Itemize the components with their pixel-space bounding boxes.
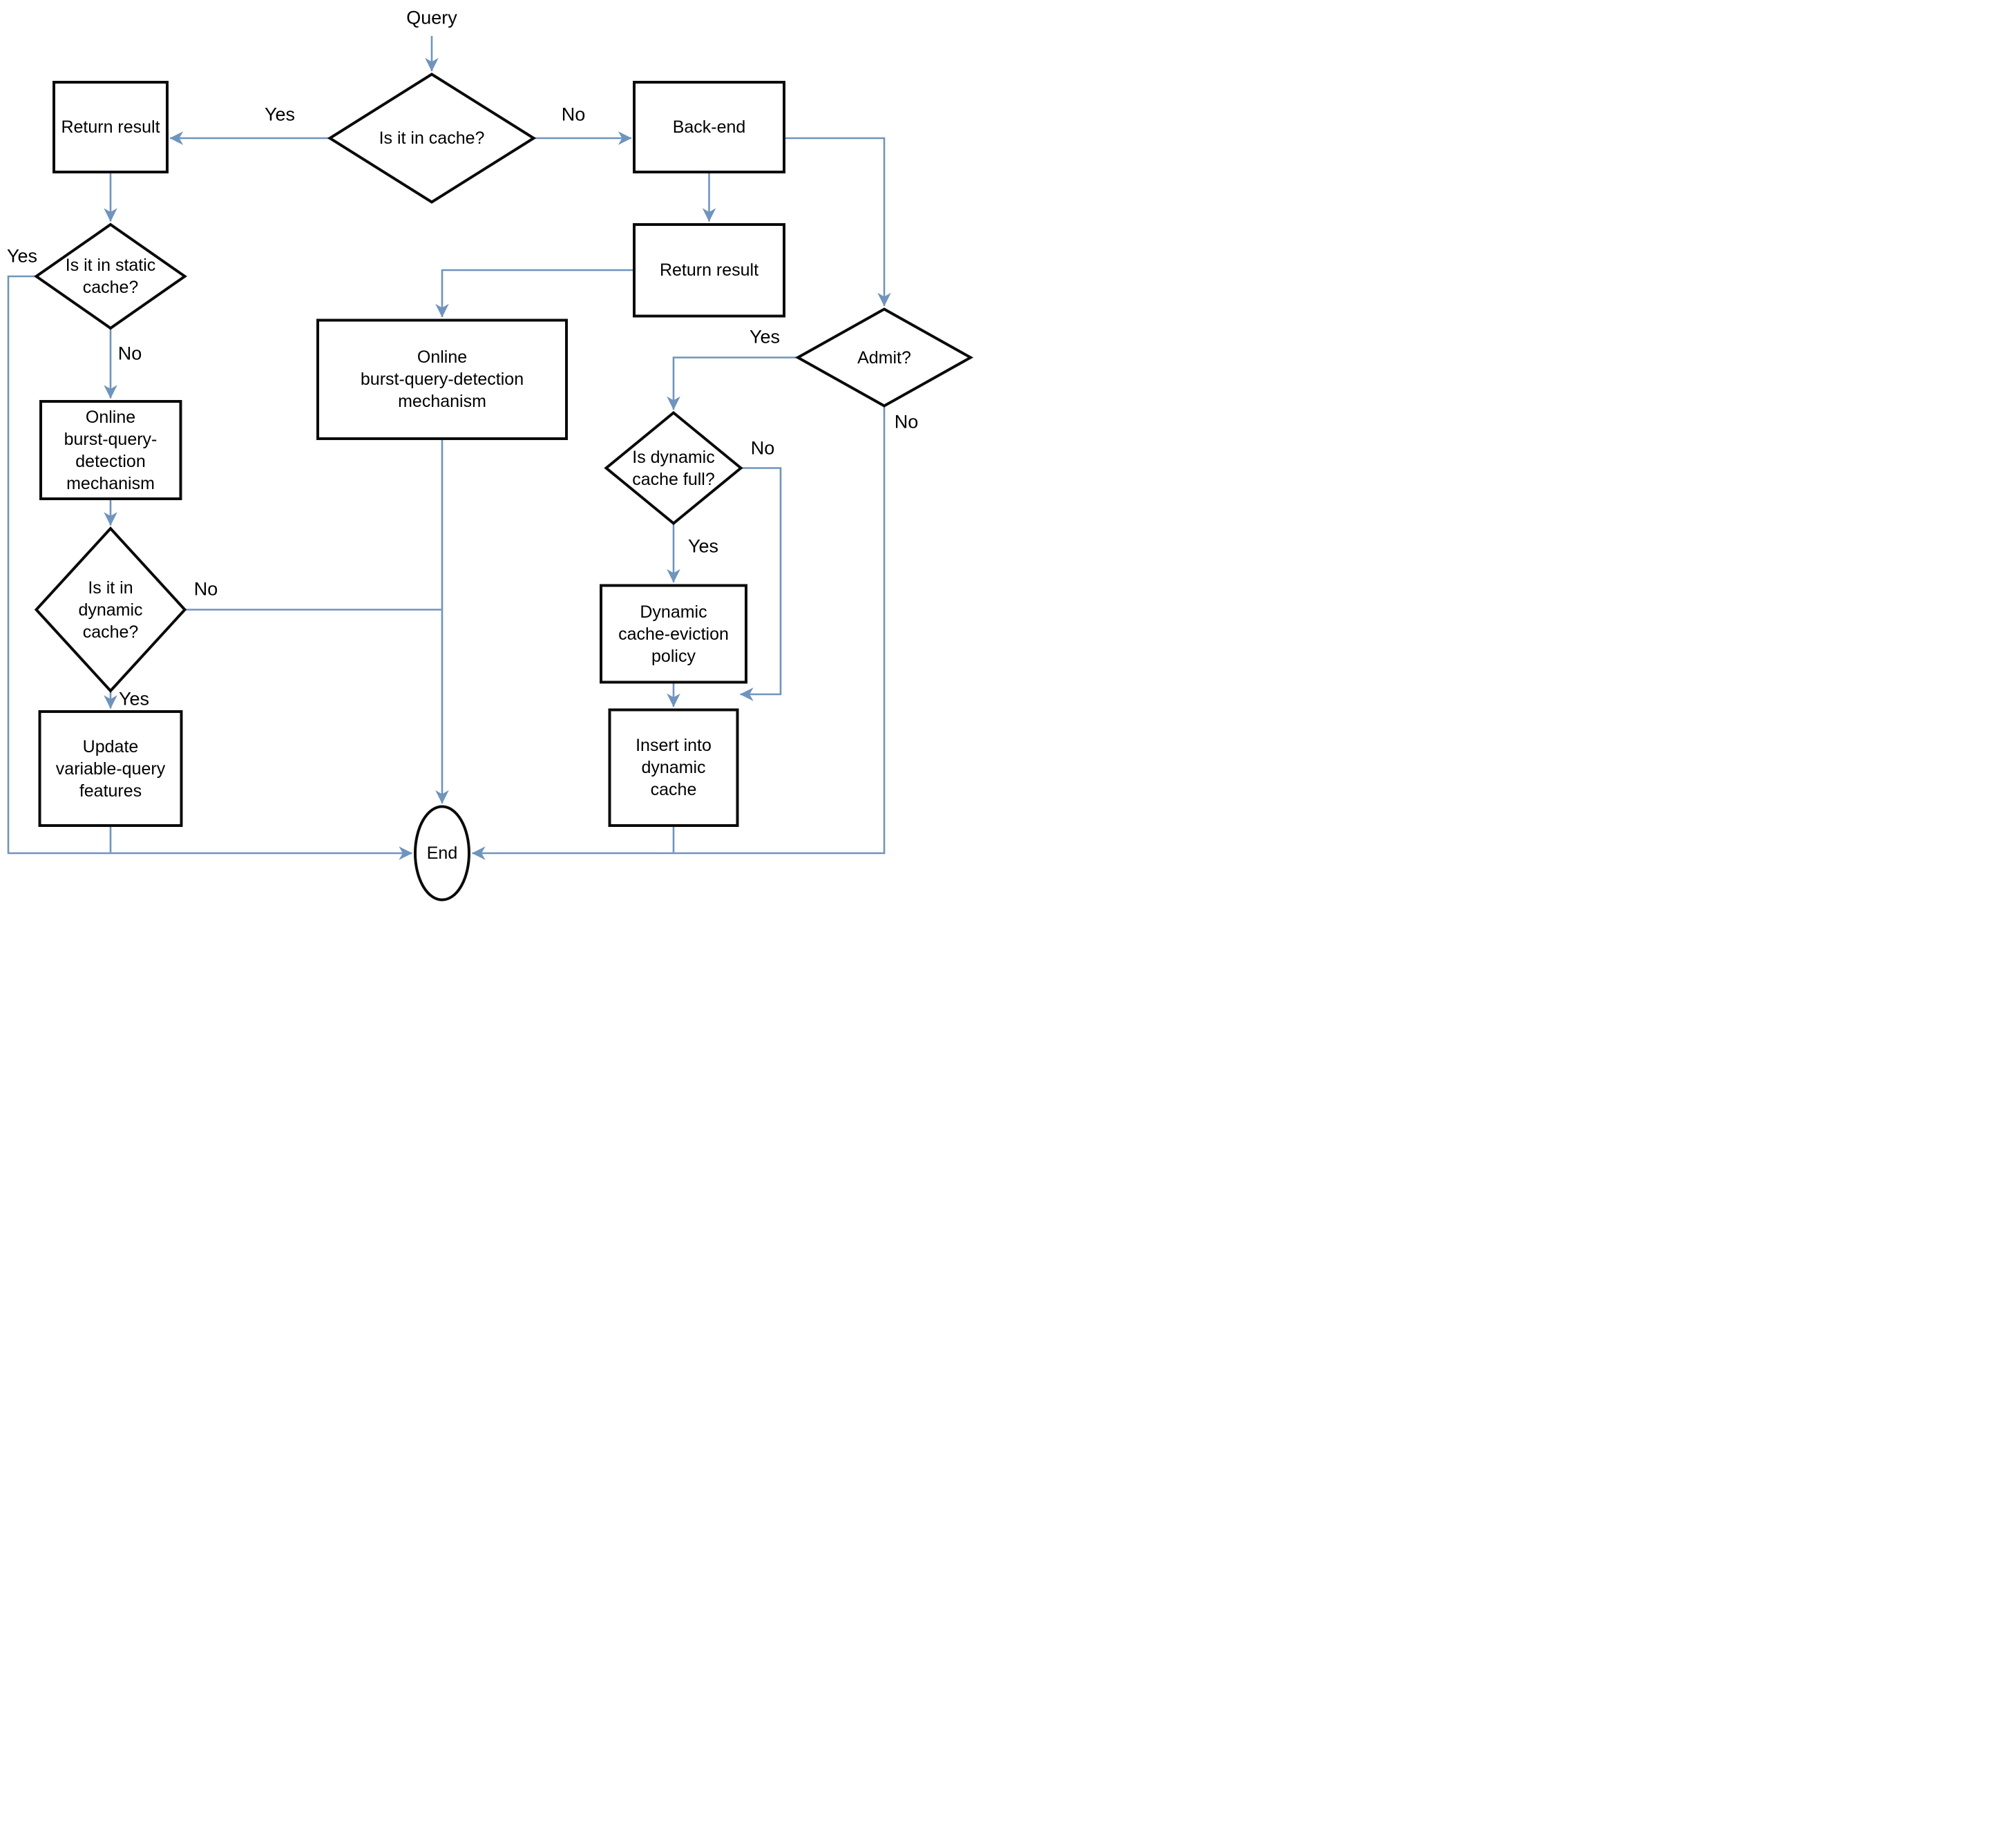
insert-into-cache-box xyxy=(608,708,739,827)
update-features-box xyxy=(38,710,183,827)
is-dynamic-cache-full-diamond xyxy=(604,410,743,526)
edge-label-full-no: No xyxy=(750,437,775,459)
edge-backend-to-admit xyxy=(784,137,891,307)
is-it-in-cache-diamond xyxy=(327,73,537,204)
burst-detection-left-label: Online burst-query- detection mechanism xyxy=(64,407,158,493)
edge-admit-yes xyxy=(667,356,798,410)
end-terminator xyxy=(414,805,470,902)
edge-returnresult2-to-burstcenter xyxy=(435,269,634,318)
update-features-label: Update variable-query features xyxy=(55,736,166,801)
edge-label-dynamic-yes: Yes xyxy=(118,688,150,709)
is-in-static-cache-label: Is it in static cache? xyxy=(65,256,156,297)
back-end-label: Back-end xyxy=(672,117,746,137)
flowchart-graphics xyxy=(7,36,974,902)
is-it-in-cache-label: Is it in cache? xyxy=(379,128,485,148)
edge-admit-no-to-end xyxy=(472,406,886,860)
is-in-dynamic-cache-diamond xyxy=(34,526,187,693)
eviction-policy-label: Dynamic cache-eviction policy xyxy=(618,602,729,666)
admit-label: Admit? xyxy=(857,347,911,368)
edge-label-cache-yes: Yes xyxy=(264,104,296,125)
admit-diamond xyxy=(794,307,974,408)
edge-label-admit-no: No xyxy=(894,411,919,432)
is-in-static-cache-diamond xyxy=(34,222,187,330)
edge-full-no-to-insert xyxy=(740,467,782,701)
edge-label-cache-no: No xyxy=(561,104,586,125)
eviction-policy-box xyxy=(600,584,747,684)
burst-detection-center-label: Online burst-query-detection mechanism xyxy=(360,347,524,411)
edge-label-full-yes: Yes xyxy=(687,535,719,557)
return-result-right-box xyxy=(633,223,785,318)
return-result-left-box xyxy=(53,81,169,173)
query-start-label: Query xyxy=(406,7,457,28)
flowchart: Query Return result Is it in cache? Back… xyxy=(0,0,1006,924)
edge-label-admit-yes: Yes xyxy=(749,326,781,347)
is-in-dynamic-cache-label: Is it in dynamic cache? xyxy=(78,578,143,642)
back-end-box xyxy=(633,81,785,173)
insert-into-cache-label: Insert into dynamic cache xyxy=(636,736,712,799)
return-result-left-label: Return result xyxy=(61,117,160,137)
is-dynamic-cache-full-label: Is dynamic cache full? xyxy=(632,447,715,489)
burst-detection-left-box xyxy=(39,400,182,500)
end-label: End xyxy=(426,844,458,863)
edges xyxy=(7,36,891,860)
edge-label-static-no: No xyxy=(117,343,142,364)
edge-label-static-yes: Yes xyxy=(6,245,38,267)
return-result-right-label: Return result xyxy=(659,260,759,280)
edge-label-dynamic-no: No xyxy=(193,578,218,600)
burst-detection-center-box xyxy=(316,318,568,440)
edge-static-yes-to-end xyxy=(7,275,412,860)
shapes xyxy=(34,73,974,902)
